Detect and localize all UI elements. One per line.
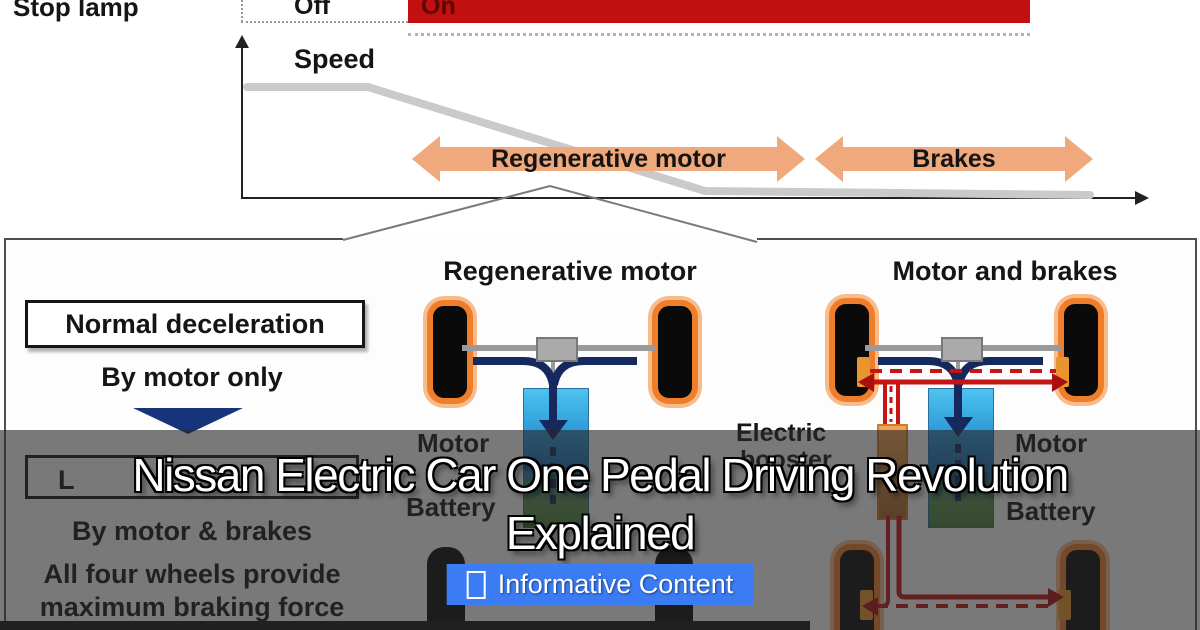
stop-lamp-label: Stop lamp <box>13 0 139 22</box>
stop-lamp-on-label: On <box>421 0 456 20</box>
by-motor-only-label: By motor only <box>101 362 283 392</box>
timeline-dotted-divider <box>241 0 243 22</box>
stop-lamp-on-bar <box>408 0 1030 23</box>
title-overlay-band: Nissan Electric Car One Pedal Driving Re… <box>0 430 1200 630</box>
down-triangle-icon <box>133 408 243 434</box>
badge-label: Informative Content <box>497 569 734 599</box>
timeline-dotted-underline <box>408 33 1030 36</box>
left-diagram-heading: Regenerative motor <box>443 256 697 286</box>
speed-y-axis <box>241 46 243 199</box>
stop-lamp-off-label: Off <box>294 0 331 20</box>
time-x-axis <box>241 197 1137 199</box>
panel-top-border-right <box>757 238 1195 240</box>
front-left-wheel-regen <box>427 300 473 404</box>
front-right-wheel-regen <box>652 300 698 404</box>
regen-flow-arrowhead-right <box>944 417 973 437</box>
panel-top-border-left <box>4 238 343 240</box>
gearbox-regen <box>536 337 578 362</box>
speed-axis-label: Speed <box>294 44 376 74</box>
informative-content-badge: Informative Content <box>446 564 754 605</box>
regenerative-motor-arrow-label: Regenerative motor <box>491 145 726 173</box>
document-placeholder-icon <box>466 570 486 599</box>
regenerative-motor-arrow: Regenerative motor <box>412 136 805 182</box>
zoom-callout-caret <box>342 184 758 243</box>
gearbox-brakes <box>941 337 983 362</box>
x-axis-arrowhead-icon <box>1135 191 1149 205</box>
timeline-dotted-baseline <box>241 21 408 23</box>
brake-arrowhead-front-left <box>858 373 874 392</box>
speed-curve <box>243 83 1094 199</box>
y-axis-arrowhead-icon <box>235 35 249 48</box>
right-diagram-heading: Motor and brakes <box>892 256 1118 286</box>
brakes-arrow: Brakes <box>815 136 1093 182</box>
overlay-title-line2: Explained <box>505 507 696 559</box>
overlay-title-line1: Nissan Electric Car One Pedal Driving Re… <box>132 449 1069 501</box>
regen-flow-lines <box>473 357 637 420</box>
normal-deceleration-box: Normal deceleration <box>25 300 365 348</box>
brake-arrowhead-front-right <box>1052 373 1068 392</box>
brakes-arrow-label: Brakes <box>912 145 996 173</box>
